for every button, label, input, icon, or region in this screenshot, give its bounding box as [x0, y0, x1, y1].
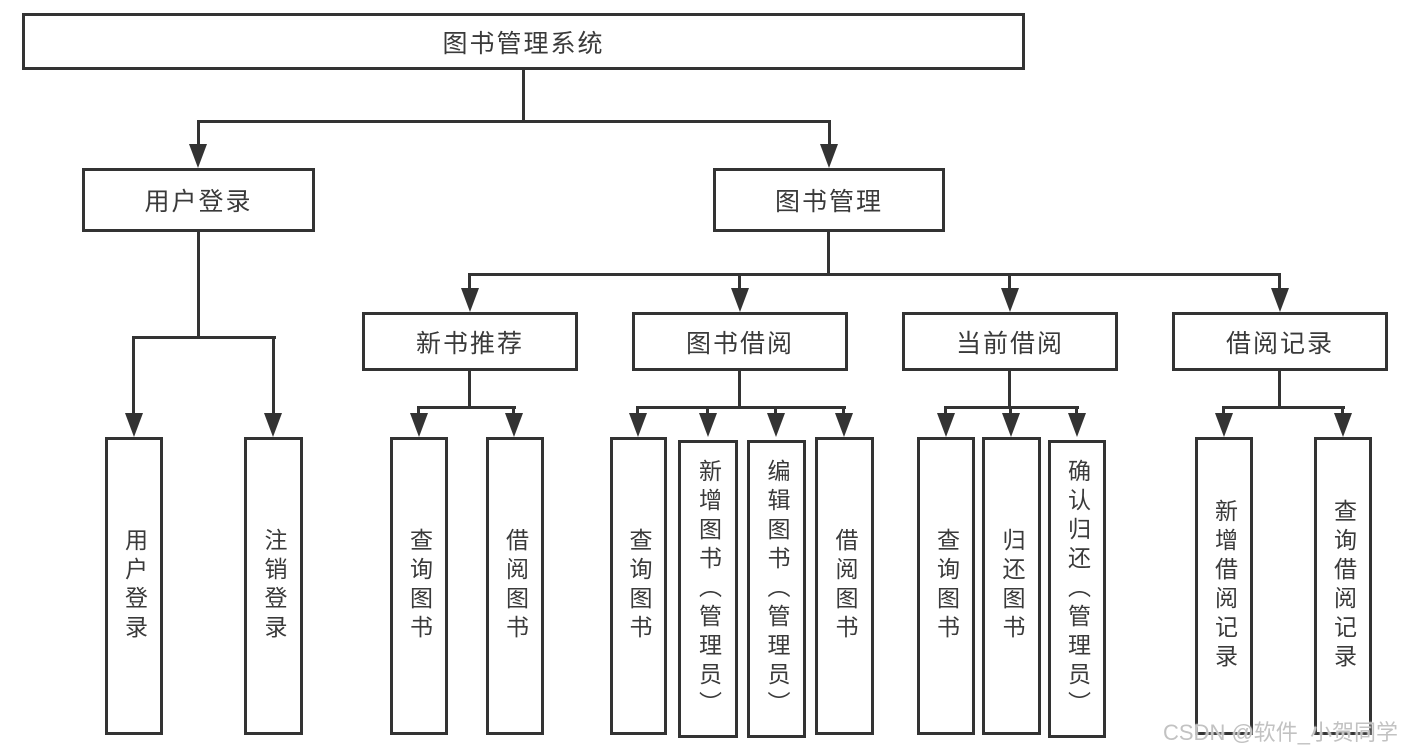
leaf-add-borrow-record-label: 新增借阅记录 — [1211, 499, 1238, 673]
connector-line — [197, 120, 200, 148]
connector-line — [132, 336, 276, 339]
arrowhead-down-icon — [835, 413, 853, 437]
connector-line — [468, 371, 471, 406]
connector-line — [1222, 406, 1225, 416]
leaf-add-borrow-record: 新增借阅记录 — [1195, 437, 1253, 735]
arrowhead-down-icon — [410, 413, 428, 437]
leaf-add-books-admin: 新增图书（管理员） — [678, 440, 738, 738]
node-new-book-recommend: 新书推荐 — [362, 312, 578, 371]
leaf-borrow-books-2-label: 借阅图书 — [832, 528, 858, 644]
arrowhead-down-icon — [1334, 413, 1352, 437]
connector-line — [197, 120, 831, 123]
connector-line — [417, 406, 420, 416]
connector-line — [842, 406, 845, 416]
connector-line — [944, 406, 947, 416]
leaf-query-books-2-label: 查询图书 — [626, 528, 652, 644]
leaf-add-books-admin-label: 新增图书（管理员） — [695, 458, 722, 720]
leaf-query-books-1-label: 查询图书 — [406, 528, 433, 644]
node-system-root-label: 图书管理系统 — [442, 29, 605, 58]
connector-line — [132, 336, 135, 416]
arrowhead-down-icon — [629, 413, 647, 437]
connector-line — [738, 273, 741, 293]
node-new-book-recommend-label: 新书推荐 — [415, 329, 524, 358]
node-borrow-records-label: 借阅记录 — [1225, 329, 1334, 358]
leaf-query-borrow-record: 查询借阅记录 — [1314, 437, 1372, 735]
connector-line — [1008, 273, 1011, 293]
arrowhead-down-icon — [461, 288, 479, 312]
leaf-edit-books-admin-label: 编辑图书（管理员） — [764, 458, 790, 720]
connector-line — [1075, 406, 1078, 416]
leaf-borrow-books-1: 借阅图书 — [486, 437, 544, 735]
connector-line — [1341, 406, 1344, 416]
connector-line — [828, 120, 831, 148]
connector-line — [636, 406, 846, 409]
connector-line — [738, 371, 741, 406]
connector-line — [417, 406, 516, 409]
node-book-management-branch: 图书管理 — [713, 168, 945, 232]
arrowhead-down-icon — [767, 413, 785, 437]
node-book-management-branch-label: 图书管理 — [774, 188, 883, 216]
connector-line — [636, 406, 639, 416]
node-user-login-branch: 用户登录 — [82, 168, 315, 232]
arrowhead-down-icon — [125, 413, 143, 437]
leaf-query-borrow-record-label: 查询借阅记录 — [1330, 499, 1357, 673]
node-system-root: 图书管理系统 — [22, 13, 1025, 70]
leaf-logout: 注销登录 — [244, 437, 303, 735]
leaf-user-login-label: 用户登录 — [121, 528, 148, 644]
connector-line — [1008, 371, 1011, 406]
csdn-watermark: CSDN @软件_小贺同学 — [1163, 720, 1399, 745]
arrowhead-down-icon — [264, 413, 282, 437]
arrowhead-down-icon — [189, 144, 207, 168]
node-current-borrow: 当前借阅 — [902, 312, 1118, 371]
arrowhead-down-icon — [1271, 288, 1289, 312]
connector-line — [774, 406, 777, 416]
connector-line — [468, 273, 471, 293]
leaf-query-books-2: 查询图书 — [610, 437, 667, 735]
connector-line — [1278, 371, 1281, 406]
connector-line — [197, 232, 200, 336]
arrowhead-down-icon — [1002, 413, 1020, 437]
arrowhead-down-icon — [699, 413, 717, 437]
leaf-user-login: 用户登录 — [105, 437, 163, 735]
connector-line — [512, 406, 515, 416]
leaf-borrow-books-2: 借阅图书 — [815, 437, 874, 735]
connector-line — [706, 406, 709, 416]
node-current-borrow-label: 当前借阅 — [955, 329, 1064, 358]
leaf-query-books-3-label: 查询图书 — [933, 528, 960, 644]
leaf-return-books-label: 归还图书 — [999, 528, 1025, 644]
node-book-borrow-label: 图书借阅 — [685, 329, 794, 358]
connector-line — [468, 273, 1281, 276]
leaf-confirm-return-admin-label: 确认归还（管理员） — [1064, 458, 1091, 720]
leaf-borrow-books-1-label: 借阅图书 — [502, 528, 529, 644]
leaf-logout-label: 注销登录 — [261, 528, 287, 644]
leaf-return-books: 归还图书 — [982, 437, 1041, 735]
node-borrow-records: 借阅记录 — [1172, 312, 1388, 371]
connector-line — [1009, 406, 1012, 416]
connector-line — [522, 70, 525, 120]
leaf-edit-books-admin: 编辑图书（管理员） — [747, 440, 806, 738]
connector-line — [272, 336, 275, 416]
node-book-borrow: 图书借阅 — [632, 312, 848, 371]
node-user-login-branch-label: 用户登录 — [144, 188, 253, 216]
arrowhead-down-icon — [1068, 413, 1086, 437]
connector-line — [1278, 273, 1281, 293]
arrowhead-down-icon — [937, 413, 955, 437]
leaf-query-books-3: 查询图书 — [917, 437, 975, 735]
leaf-query-books-1: 查询图书 — [390, 437, 448, 735]
arrowhead-down-icon — [820, 144, 838, 168]
leaf-confirm-return-admin: 确认归还（管理员） — [1048, 440, 1106, 738]
arrowhead-down-icon — [1001, 288, 1019, 312]
connector-line — [827, 232, 830, 273]
arrowhead-down-icon — [731, 288, 749, 312]
arrowhead-down-icon — [1215, 413, 1233, 437]
connector-line — [1222, 406, 1345, 409]
arrowhead-down-icon — [505, 413, 523, 437]
